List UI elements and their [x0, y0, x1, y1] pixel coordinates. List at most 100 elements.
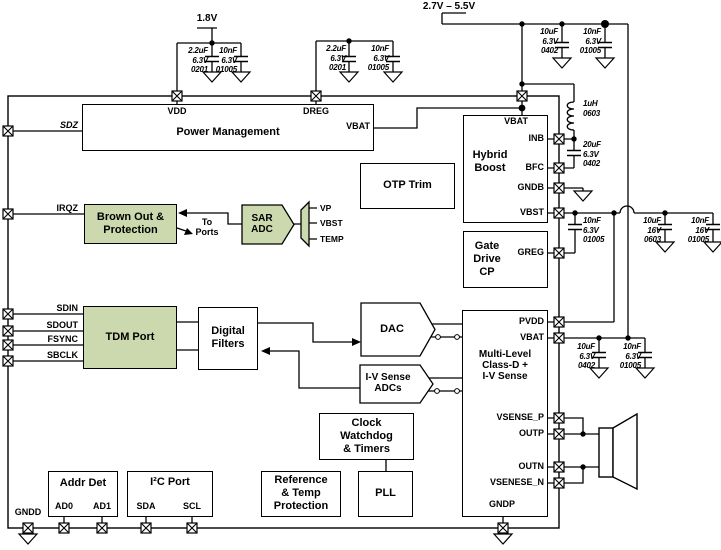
tdm-port-title: TDM Port [105, 331, 155, 343]
pin-scl [186, 522, 198, 534]
dreg-cap-bulk-label: 2.2uF 6.3V 0201 [326, 44, 346, 72]
block-otp-trim [360, 163, 455, 209]
block-tdm-port [83, 306, 177, 369]
pin-label-irqz: IRQZ [56, 203, 79, 213]
block-gate-drive-cp [463, 231, 548, 288]
supply-1p8v-label: 1.8V [196, 13, 218, 24]
vdd-cap-bulk-label: 2.2uF 6.3V 0201 [188, 46, 208, 74]
pin-label-sbclk: SBCLK [47, 350, 78, 360]
vbat-input-cap-bulk-label: 10uF 6.3V 0402 [540, 27, 558, 55]
mux-vbst-label: VBST [320, 218, 343, 228]
boost-flying-cap-label: 20uF 6.3V 0402 [583, 140, 601, 168]
hb-vbst-label: VBST [519, 207, 544, 217]
pin-outn [553, 461, 565, 473]
scl-label: SCL [183, 501, 201, 511]
vsense-p-label: VSENSE_P [496, 412, 544, 422]
digital-filters-title: Digital Filters [211, 325, 245, 350]
vbst-greg-cap-label: 10nF 6.3V 01005 [583, 216, 605, 244]
block-class-d [462, 310, 548, 517]
boost-inductor-label: 1uH 0603 [583, 99, 600, 118]
vbst-cap-hf-label: 10nF 16V 01005 [687, 216, 709, 244]
pin-label-fsync: FSYNC [47, 334, 78, 344]
pin-bfc [553, 162, 565, 174]
block-clock-watchdog [319, 413, 414, 460]
otp-trim-title: OTP Trim [383, 179, 432, 191]
classd-pvdd-label: PVDD [518, 316, 544, 326]
hb-gndb-label: GNDB [517, 182, 545, 192]
iv-sense-adcs-title: I-V Sense ADCs [365, 372, 411, 394]
pin-ad0 [58, 522, 70, 534]
pin-sdz [2, 125, 14, 137]
vbst-cap-bulk-label: 10uF 16V 0603 [643, 216, 661, 244]
greg-label: GREG [517, 247, 544, 257]
pin-dreg [310, 90, 322, 102]
mux-temp-label: TEMP [320, 234, 344, 244]
pin-ad1 [96, 522, 108, 534]
arrowheads [178, 209, 361, 355]
dreg-cap-hf-label: 10nF 6.3V 01005 [367, 44, 389, 72]
ad0-label: AD0 [54, 501, 73, 511]
supply-battery-label: 2.7V – 5.5V [422, 1, 476, 12]
junction-dots [209, 20, 668, 470]
pm-vbat-label: VBAT [346, 121, 370, 131]
brown-out-title: Brown Out & Protection [96, 211, 165, 236]
hb-bfc-label: BFC [525, 162, 545, 172]
hb-vbat-label: VBAT [504, 116, 528, 126]
outp-label: OUTP [518, 428, 544, 438]
pin-vdd [171, 90, 183, 102]
vbat-input-cap-hf-label: 10nF 6.3V 01005 [579, 27, 601, 55]
pin-greg [553, 247, 565, 259]
pin-gndp [497, 522, 509, 534]
pin-label-gndd: GNDD [14, 507, 42, 517]
pin-gndd [22, 522, 34, 534]
pin-label-sdout: SDOUT [46, 320, 79, 330]
addr-det-title: Addr Det [59, 477, 107, 489]
pin-sdin [2, 308, 14, 320]
block-hybrid-boost [463, 115, 548, 223]
mux-vp-label: VP [320, 203, 332, 213]
pm-vdd-label: VDD [167, 106, 187, 116]
vsense-n-label: VSENESE_N [489, 477, 544, 487]
pin-sbclk [2, 355, 14, 367]
clock-watchdog-title: Clock Watchdog & Timers [340, 417, 393, 455]
pin-irqz [2, 208, 14, 220]
gndp-label: GNDP [488, 499, 515, 509]
pin-gndb [553, 182, 565, 194]
class-d-title: Multi-Level Class-D + I-V Sense [478, 349, 532, 382]
sar-adc-title: SAR ADC [251, 213, 273, 235]
hybrid-boost-title: Hybrid Boost [472, 149, 508, 174]
pin-vbst [553, 207, 565, 219]
pin-vsense-p [553, 412, 565, 424]
pin-sdout [2, 325, 14, 337]
block-addr-det [48, 471, 118, 517]
block-pll [358, 471, 413, 517]
pin-sda [140, 522, 152, 534]
power-management-title: Power Management [176, 126, 280, 138]
to-ports-label: To Ports [195, 217, 219, 237]
pin-outp [553, 428, 565, 440]
block-brown-out-protection [84, 204, 177, 244]
pin-label-sdz: SDZ [60, 120, 78, 130]
signal-tap-circles [434, 334, 460, 394]
outn-label: OUTN [518, 461, 545, 471]
iv-sense-adcs-shape [359, 364, 434, 404]
speaker-icon [598, 412, 638, 491]
pin-inb [553, 133, 565, 145]
block-reference-temp [261, 471, 341, 517]
pin-fsync [2, 339, 14, 351]
vdd-cap-hf-label: 10nF 6.3V 01005 [215, 46, 237, 74]
sar-adc-shape [241, 204, 295, 245]
pin-vsense-n [553, 477, 565, 489]
hb-inb-label: INB [528, 133, 545, 143]
pin-pvdd [553, 316, 565, 328]
reference-temp-title: Reference & Temp Protection [273, 474, 329, 512]
dac-shape [360, 302, 436, 357]
pll-title: PLL [375, 487, 396, 499]
block-power-management [82, 104, 374, 151]
i2c-port-title: I²C Port [150, 476, 190, 488]
dac-title: DAC [380, 323, 404, 335]
vbat-pin-cap-bulk-label: 10uF 6.3V 0402 [577, 342, 595, 370]
sar-mux-shape [300, 200, 310, 248]
block-digital-filters [198, 307, 258, 370]
